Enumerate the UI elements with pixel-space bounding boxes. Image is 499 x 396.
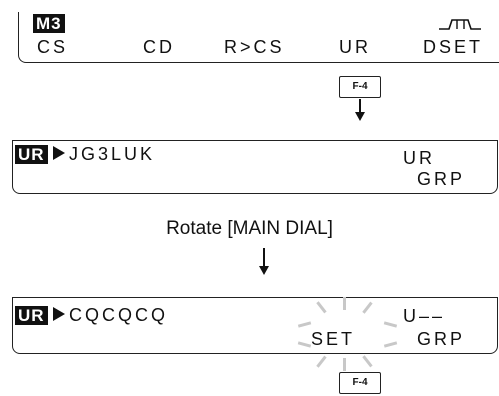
down-arrow-head	[259, 266, 269, 275]
u-label: U––	[403, 306, 446, 326]
f4-key[interactable]: F-4	[339, 372, 381, 394]
menu-item-cd[interactable]: CD	[143, 37, 175, 57]
pointer-icon	[53, 307, 65, 321]
menu-item-dset[interactable]: DSET	[423, 37, 484, 57]
menu-item-ur[interactable]: UR	[339, 37, 371, 57]
ur-label[interactable]: UR	[403, 148, 435, 168]
memory-mode-indicator: M3	[33, 14, 65, 33]
callsign-text: JG3LUK	[69, 144, 156, 164]
menu-item-r-cs[interactable]: R>CS	[224, 37, 285, 57]
menu-item-cs[interactable]: CS	[37, 37, 69, 57]
ur-tag: UR	[15, 145, 48, 164]
callsign-text: CQCQCQ	[69, 305, 168, 325]
f4-key[interactable]: F-4	[339, 76, 381, 98]
down-arrow-head	[355, 112, 365, 121]
ur-tag: UR	[15, 306, 48, 325]
down-arrow	[359, 99, 361, 113]
pointer-icon	[53, 146, 65, 160]
menu-display: M3 CS CD R>CS UR DSET	[18, 12, 499, 63]
dset-icon	[439, 19, 481, 30]
instruction-text: Rotate [MAIN DIAL]	[166, 218, 333, 239]
ur-callsign-display: UR JG3LUK UR GRP	[12, 140, 498, 194]
down-arrow	[263, 248, 265, 268]
set-label[interactable]: SET	[311, 329, 356, 349]
set-callsign-display: UR CQCQCQ U–– SET GRP	[12, 297, 498, 354]
grp-label[interactable]: GRP	[417, 169, 466, 189]
grp-label[interactable]: GRP	[417, 329, 466, 349]
